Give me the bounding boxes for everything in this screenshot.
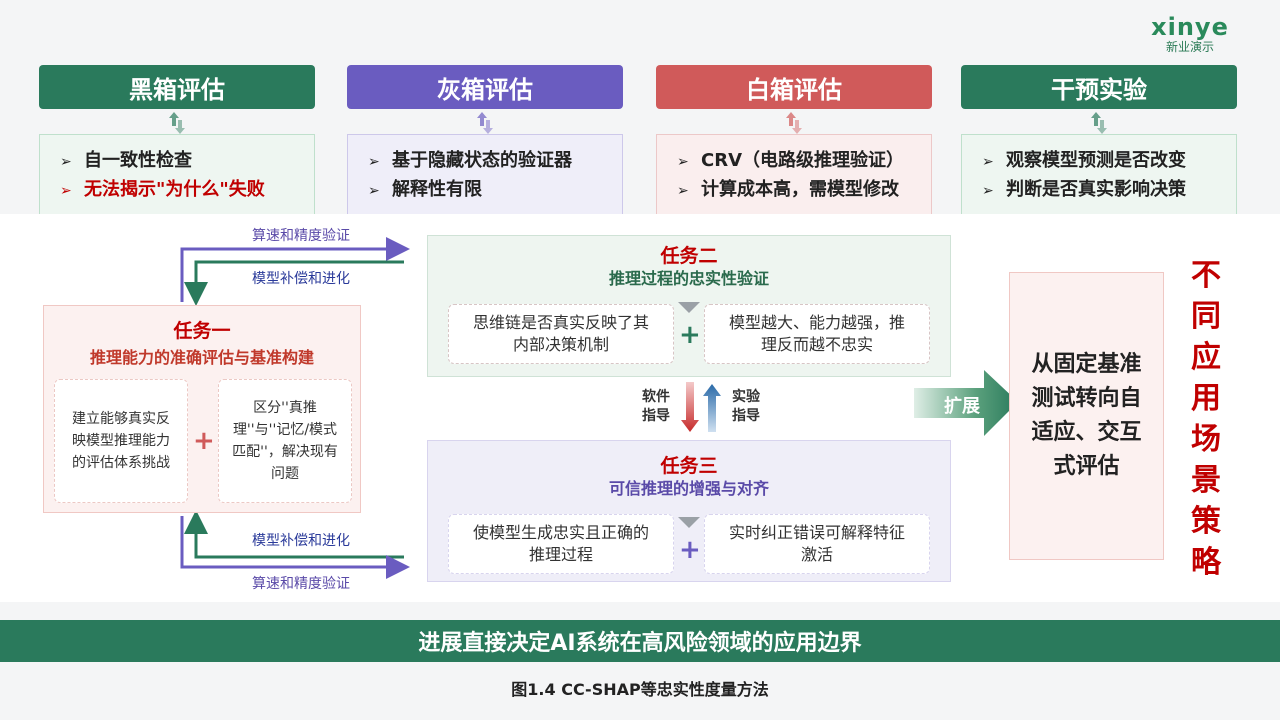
chevron-down-icon [678, 517, 700, 528]
connector-lines [180, 237, 1018, 579]
label-experiment-guidance: 实验 指导 [732, 389, 760, 424]
task1-right-box: 区分''真推理''与''记忆/模式匹配''，解决现有问题 [218, 379, 352, 503]
task3-card: 任务三 可信推理的增强与对齐 使模型生成忠实且正确的推理过程 + 实时纠正错误可… [427, 440, 951, 582]
item-text: 基于隐藏状态的验证器 [392, 150, 572, 171]
category-intervention-header: 干预实验 [961, 65, 1237, 109]
label-top-compensation: 模型补偿和进化 [252, 271, 350, 287]
bullet-arrow-icon: ➢ [368, 183, 380, 199]
bullet-arrow-icon: ➢ [677, 154, 689, 170]
expand-label: 扩展 [944, 396, 980, 417]
task2-title: 任务二 [660, 245, 718, 267]
bullet-arrow-icon: ➢ [677, 183, 689, 199]
list-item: ➢ 自一致性检查 [60, 147, 314, 176]
task2-card: 任务二 推理过程的忠实性验证 思维链是否真实反映了其内部决策机制 + 模型越大、… [427, 235, 951, 377]
category-graybox-box: ➢ 基于隐藏状态的验证器 ➢ 解释性有限 [347, 134, 623, 218]
item-text: 自一致性检查 [84, 150, 192, 171]
label-bottom-compensation: 模型补偿和进化 [252, 533, 350, 549]
list-item: ➢ 基于隐藏状态的验证器 [368, 147, 622, 176]
brand-logo: xinye 新业演示 [1140, 14, 1240, 54]
plus-icon: + [679, 535, 701, 565]
category-blackbox-header: 黑箱评估 [39, 65, 315, 109]
link-arrows-icon [477, 112, 493, 134]
bullet-arrow-icon: ➢ [60, 183, 72, 199]
label-software-guidance: 软件 指导 [642, 389, 670, 424]
link-arrows-icon [1091, 112, 1107, 134]
task3-title: 任务三 [660, 455, 718, 477]
figure-caption: 图1.4 CC-SHAP等忠实性度量方法 [511, 680, 769, 699]
list-item: ➢ 无法揭示"为什么"失败 [60, 176, 314, 205]
bullet-arrow-icon: ➢ [368, 154, 380, 170]
task2-subtitle: 推理过程的忠实性验证 [608, 269, 769, 288]
link-arrows-icon [786, 112, 802, 134]
task3-subtitle: 可信推理的增强与对齐 [608, 479, 769, 498]
logo-wordmark: xinye [1151, 13, 1229, 41]
list-item: ➢ CRV（电路级推理验证） [677, 147, 931, 176]
plus-icon: + [679, 320, 701, 350]
list-item: ➢ 解释性有限 [368, 176, 622, 205]
bullet-arrow-icon: ➢ [60, 154, 72, 170]
bottom-banner: 进展直接决定AI系统在高风险领域的应用边界 [0, 620, 1280, 662]
item-text: 解释性有限 [392, 179, 482, 200]
task1-title: 任务一 [173, 320, 231, 342]
link-arrows-icon [169, 112, 185, 134]
plus-icon: + [193, 426, 215, 456]
task1-subtitle: 推理能力的准确评估与基准构建 [89, 348, 314, 367]
task3-right-box: 实时纠正错误可解释特征激活 [704, 514, 930, 574]
list-item: ➢ 判断是否真实影响决策 [982, 176, 1236, 205]
bullet-arrow-icon: ➢ [982, 154, 994, 170]
task3-left-box: 使模型生成忠实且正确的推理过程 [448, 514, 674, 574]
category-whitebox-header: 白箱评估 [656, 65, 932, 109]
task1-left-box: 建立能够真实反映模型推理能力的评估体系挑战 [54, 379, 188, 503]
destination-text: 从固定基准测试转向自适应、交互式评估 [1031, 352, 1142, 479]
bullet-arrow-icon: ➢ [982, 183, 994, 199]
vertical-title: 不同应用场景策略 [1191, 258, 1221, 580]
task2-right-box: 模型越大、能力越强，推理反而越不忠实 [704, 304, 930, 364]
item-text: CRV（电路级推理验证） [701, 150, 905, 171]
logo-subtitle: 新业演示 [1165, 40, 1214, 54]
category-blackbox-box: ➢ 自一致性检查 ➢ 无法揭示"为什么"失败 [39, 134, 315, 218]
task1-card: 任务一 推理能力的准确评估与基准构建 建立能够真实反映模型推理能力的评估体系挑战… [43, 305, 361, 513]
label-bottom-verify: 算速和精度验证 [252, 576, 350, 592]
label-top-verify: 算速和精度验证 [252, 228, 350, 244]
list-item: ➢ 计算成本高，需模型修改 [677, 176, 931, 205]
item-text: 计算成本高，需模型修改 [701, 179, 899, 200]
task2-left-box: 思维链是否真实反映了其内部决策机制 [448, 304, 674, 364]
destination-box: 从固定基准测试转向自适应、交互式评估 [1009, 272, 1164, 560]
item-text: 判断是否真实影响决策 [1006, 179, 1186, 200]
item-text: 观察模型预测是否改变 [1006, 150, 1186, 171]
category-whitebox-box: ➢ CRV（电路级推理验证） ➢ 计算成本高，需模型修改 [656, 134, 932, 218]
category-graybox-header: 灰箱评估 [347, 65, 623, 109]
list-item: ➢ 观察模型预测是否改变 [982, 147, 1236, 176]
item-text: 无法揭示"为什么"失败 [84, 179, 265, 200]
chevron-down-icon [678, 302, 700, 313]
category-intervention-box: ➢ 观察模型预测是否改变 ➢ 判断是否真实影响决策 [961, 134, 1237, 218]
